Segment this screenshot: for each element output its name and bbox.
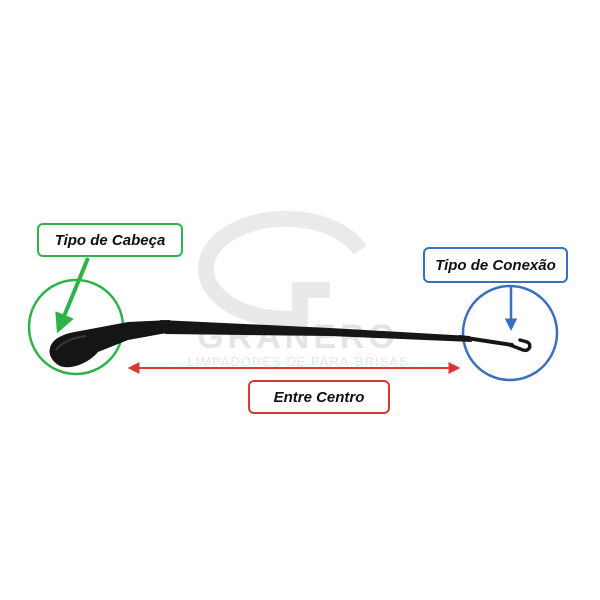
- wiper-arm-head: [49, 320, 172, 368]
- wiper-arm-rod: [458, 335, 514, 347]
- wiper-arm-bar: [160, 320, 472, 342]
- wiper-arm-hook: [508, 338, 532, 353]
- center-distance-label: Entre Centro: [248, 380, 390, 414]
- watermark-tagline: LIMPADORES DE PARA-BRISAS: [187, 354, 408, 369]
- head-pointer-arrow: [55, 257, 90, 334]
- wiper-arm: [49, 320, 532, 368]
- watermark-logo: GRANERO LIMPADORES DE PARA-BRISAS: [187, 210, 408, 369]
- head-type-label: Tipo de Cabeça: [37, 223, 183, 257]
- watermark-g-mark: [197, 210, 367, 327]
- connection-type-label: Tipo de Conexão: [423, 247, 568, 283]
